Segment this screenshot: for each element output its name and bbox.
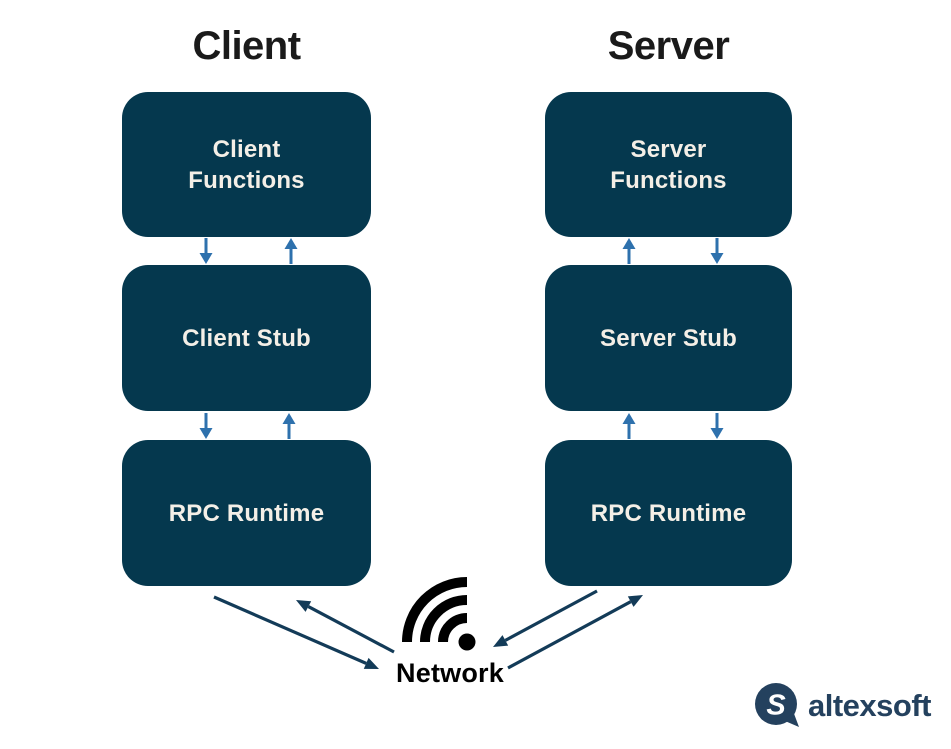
network-to-server-runtime-arrow [507,595,643,670]
svg-text:S: S [766,690,786,722]
server-functions-box: Server Functions [545,92,792,237]
client-functions-to-stub-arrow [199,238,213,264]
server-stub-to-functions-arrow [622,238,636,264]
client-stub-to-runtime-arrow [199,413,213,439]
network-to-client-runtime-arrow [296,600,395,654]
brand: S altexsoft [753,681,931,729]
server-functions-to-stub-arrow [710,238,724,264]
client-runtime-to-network-arrow [213,595,379,669]
client-column-title: Client [192,24,301,68]
client-runtime-to-stub-arrow [282,413,296,439]
wifi-icon [402,577,476,651]
brand-name: altexsoft [808,688,931,723]
server-stub-box: Server Stub [545,265,792,411]
network-label: Network [396,658,504,688]
server-column-title: Server [607,24,730,68]
client-stub-to-functions-arrow [284,238,298,264]
altexsoft-logo-icon: S [755,683,799,727]
server-stub-to-runtime-arrow [710,413,724,439]
server-runtime-to-stub-arrow [622,413,636,439]
client-functions-box: Client Functions [122,92,371,237]
client-stub-box: Client Stub [122,265,371,411]
client-rpc-runtime-box: RPC Runtime [122,440,371,586]
server-rpc-runtime-box: RPC Runtime [545,440,792,586]
server-runtime-to-network-arrow [493,589,598,647]
